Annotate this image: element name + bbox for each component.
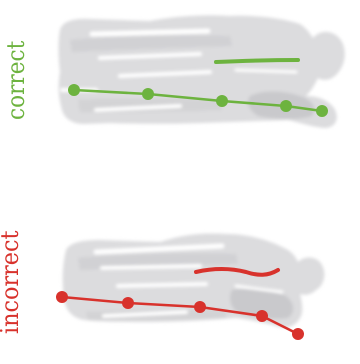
- incorrect-marker-knee: [256, 310, 268, 322]
- incorrect-label: incorrect: [0, 231, 22, 334]
- correct-marker-knee: [280, 100, 292, 112]
- correct-label: correct: [4, 41, 28, 120]
- incorrect-marker-ankle: [292, 328, 304, 340]
- incorrect-marker-shoulder: [122, 297, 134, 309]
- correct-back-line: [216, 60, 298, 62]
- correct-marker-hip: [216, 95, 228, 107]
- correct-marker-head: [68, 84, 80, 96]
- incorrect-marker-head: [56, 291, 68, 303]
- incorrect-marker-hip: [194, 301, 206, 313]
- correct-marker-shoulder: [142, 88, 154, 100]
- correct-marker-ankle: [316, 105, 328, 117]
- incorrect-panel: [56, 233, 324, 340]
- correct-panel: [59, 15, 345, 128]
